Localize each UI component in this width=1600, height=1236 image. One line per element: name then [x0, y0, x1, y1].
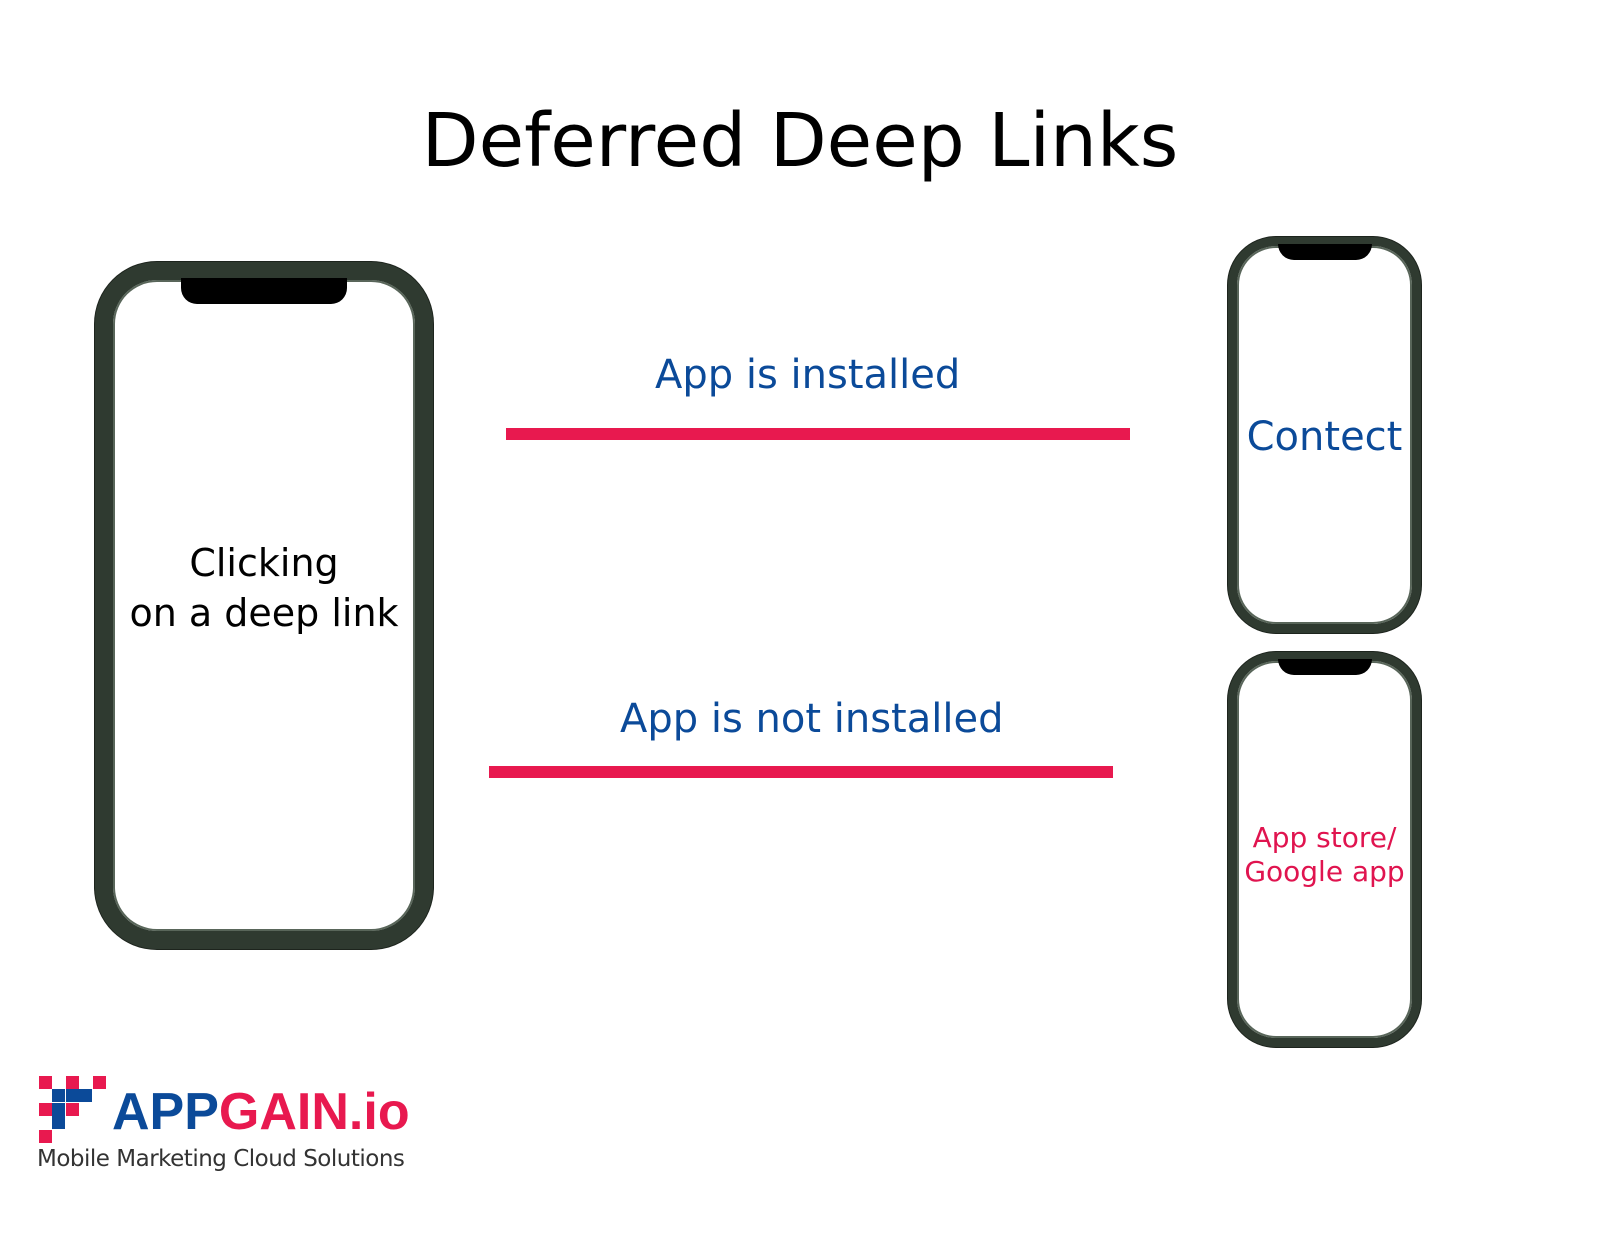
content-phone: Contect: [1228, 237, 1421, 633]
logo-gain: GAIN.io: [218, 1083, 410, 1141]
text-line: Clicking: [189, 541, 339, 585]
arrow-line-installed: [506, 428, 1130, 440]
text-line: on a deep link: [129, 591, 399, 635]
content-phone-text: Contect: [1246, 414, 1403, 460]
phone-notch: [1277, 244, 1372, 260]
source-phone-text: Clicking on a deep link: [113, 538, 415, 638]
text-line: App store/: [1252, 821, 1397, 854]
source-phone: Clicking on a deep link: [95, 262, 433, 949]
logo-wordmark: APPGAIN.io: [112, 1082, 410, 1142]
text-line: Google app: [1244, 855, 1405, 888]
phone-notch: [1277, 659, 1372, 675]
store-phone-text: App store/ Google app: [1237, 821, 1412, 889]
branch-label-installed: App is installed: [655, 352, 961, 398]
arrow-line-not-installed: [489, 766, 1113, 778]
branch-label-not-installed: App is not installed: [620, 696, 1004, 742]
page-title: Deferred Deep Links: [421, 98, 1179, 184]
store-phone: App store/ Google app: [1228, 652, 1421, 1047]
logo-pixel-mark: [39, 1076, 107, 1144]
phone-notch: [181, 278, 347, 304]
logo-tagline: Mobile Marketing Cloud Solutions: [37, 1146, 405, 1172]
logo-app: APP: [112, 1083, 219, 1141]
